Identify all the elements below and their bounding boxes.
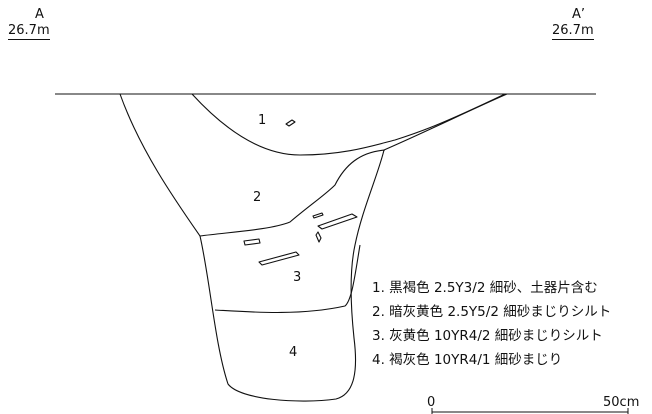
layer-1-boundary xyxy=(191,93,506,156)
legend-item: 1. 黒褐色 2.5Y3/2 細砂、土器片含む xyxy=(372,280,598,296)
layer-4-number: 4 xyxy=(289,345,298,360)
layer-3-number: 3 xyxy=(293,270,302,285)
scale-bar xyxy=(431,408,629,414)
scale-start-label: 0 xyxy=(427,395,436,410)
point-a-label: A xyxy=(35,7,44,22)
legend-item: 4. 褐灰色 10YR4/1 細砂まじり xyxy=(372,352,563,368)
layer-3-boundary xyxy=(214,244,361,314)
layer-2-boundary xyxy=(199,149,386,237)
sherd-lower-slab xyxy=(258,251,300,266)
point-a-prime-elevation: 26.7m xyxy=(552,23,594,40)
sherd-small-upper xyxy=(312,212,324,219)
point-a-elevation: 26.7m xyxy=(8,23,50,40)
sherd-upper-slab xyxy=(317,213,358,230)
scale-end-label: 50cm xyxy=(603,395,640,410)
legend-item: 2. 暗灰黄色 2.5Y5/2 細砂まじりシルト xyxy=(372,304,612,320)
sherd-layer-1 xyxy=(285,119,296,127)
layer-legend: 1. 黒褐色 2.5Y3/2 細砂、土器片含む 2. 暗灰黄色 2.5Y5/2 … xyxy=(372,276,611,372)
sherd-vertical xyxy=(315,231,322,243)
legend-item: 3. 灰黄色 10YR4/2 細砂まじりシルト xyxy=(372,328,603,344)
sherd-small-left xyxy=(243,238,261,246)
point-a-prime-label: A’ xyxy=(572,7,586,22)
layer-2-number: 2 xyxy=(253,190,262,205)
layer-1-number: 1 xyxy=(258,113,267,128)
